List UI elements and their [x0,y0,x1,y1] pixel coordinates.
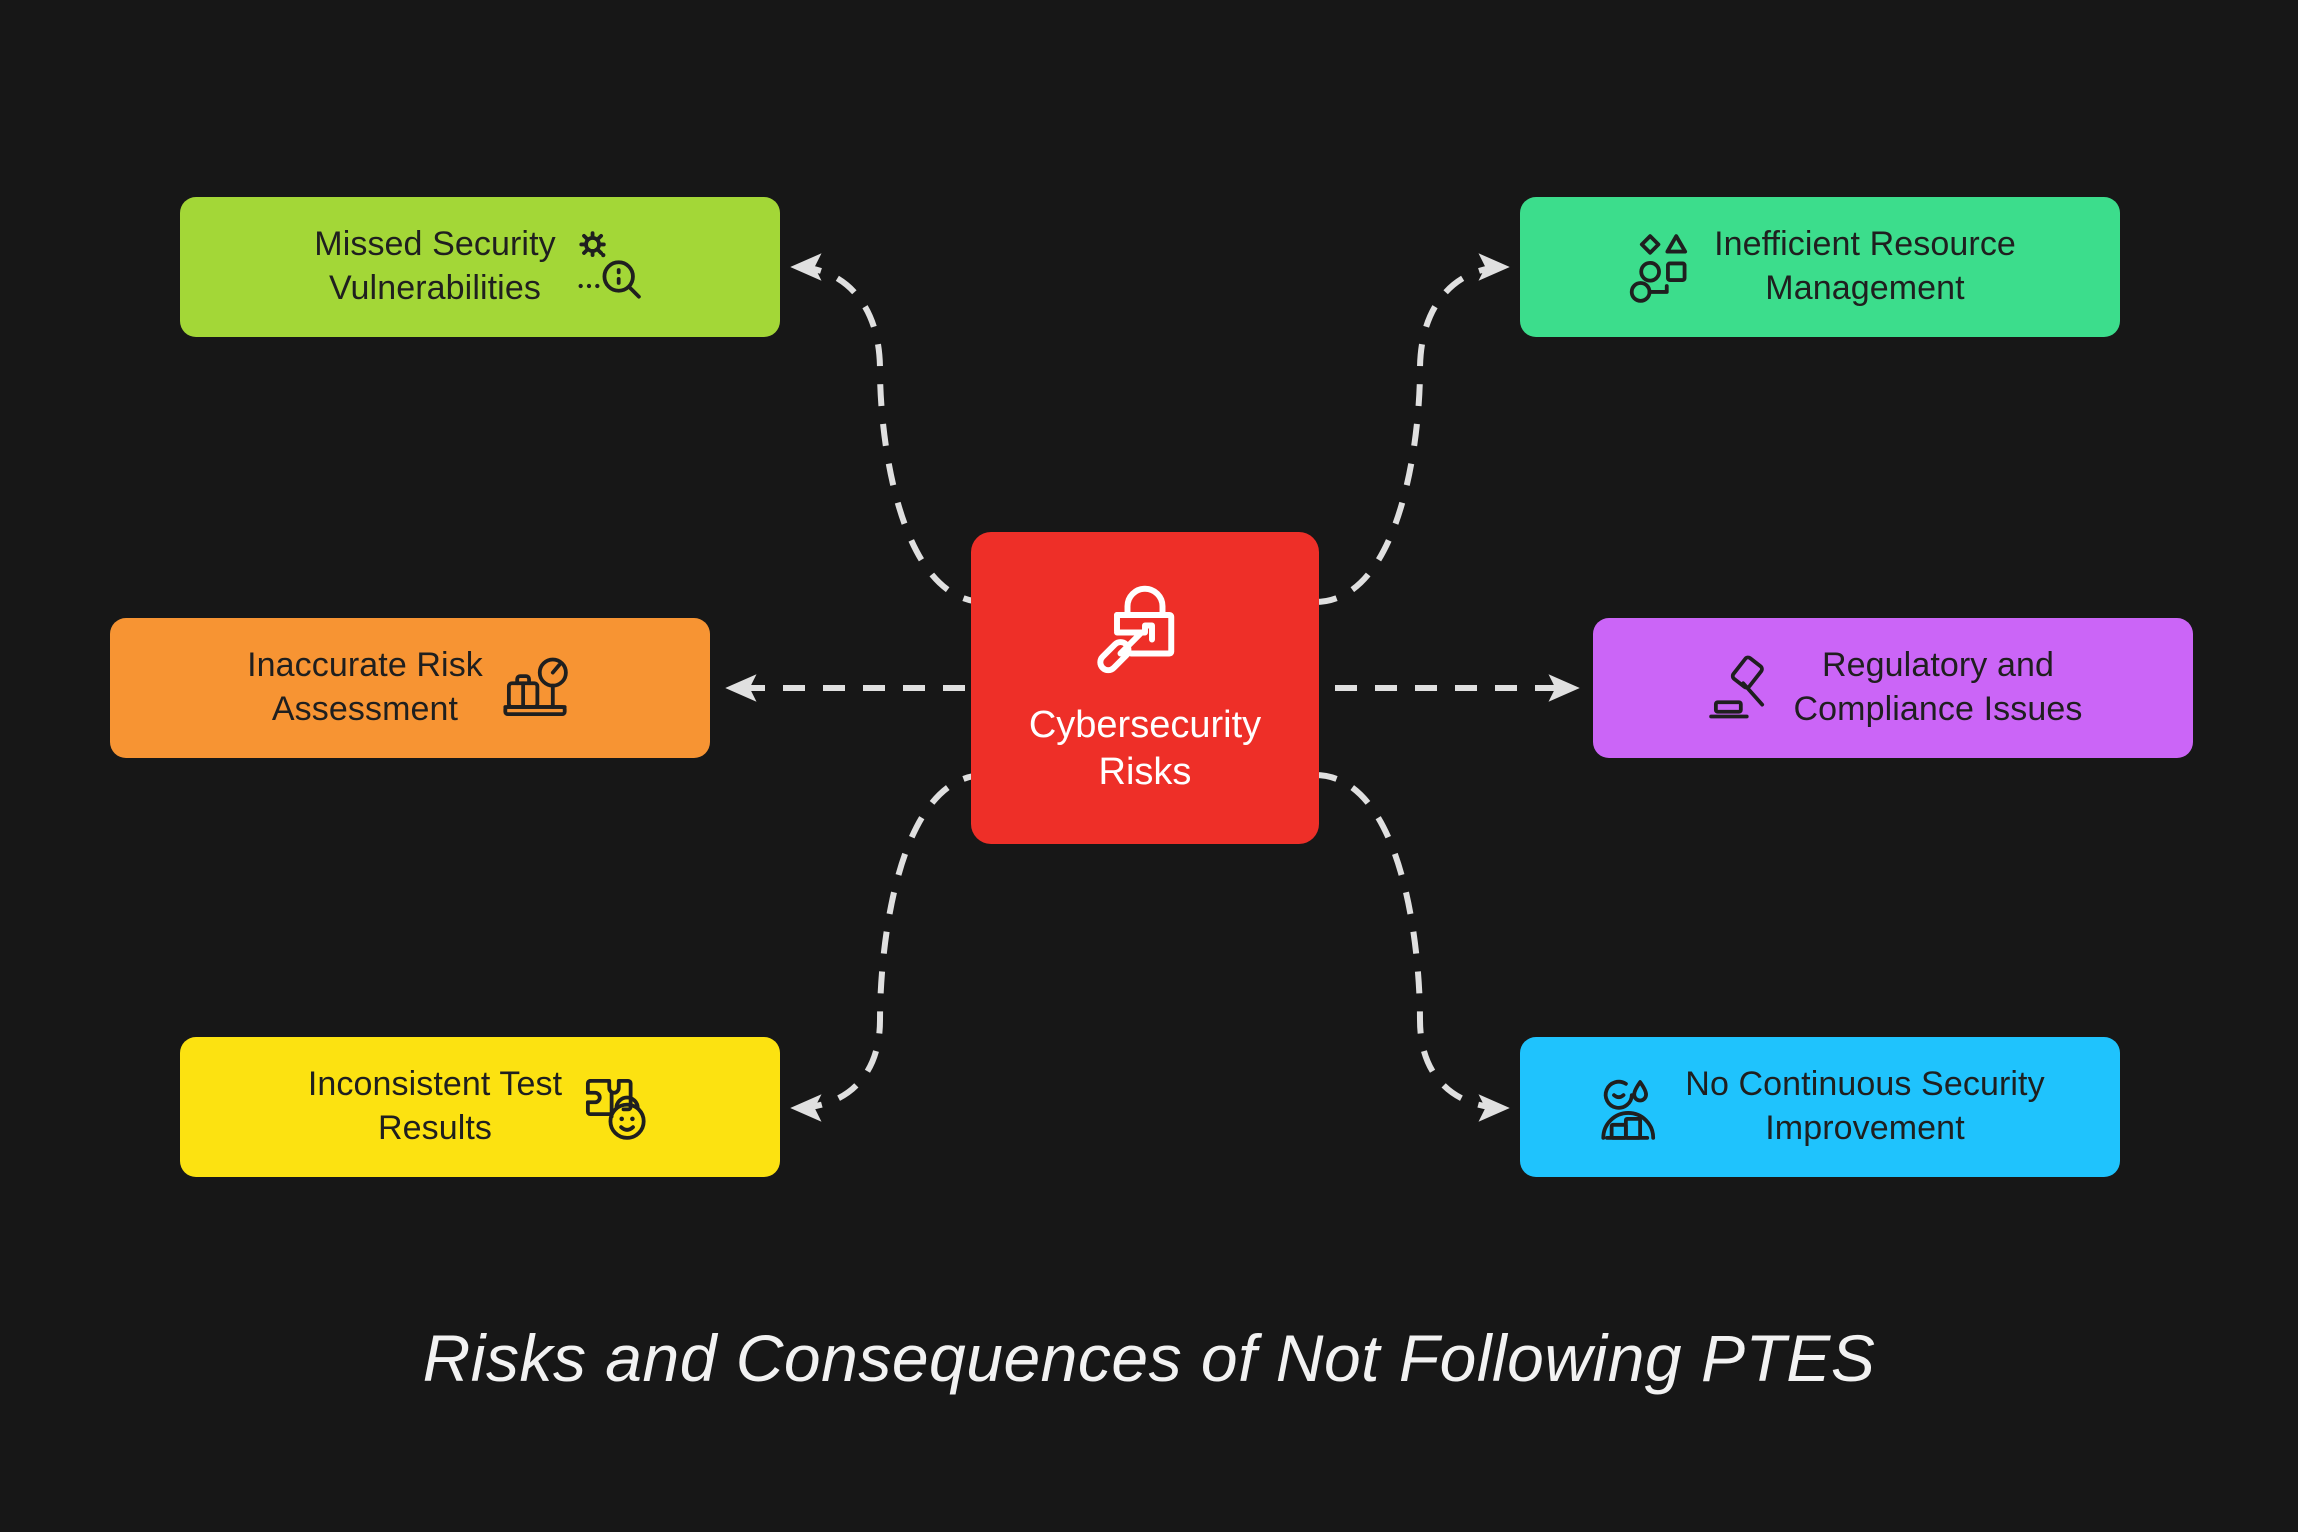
edge-center-to-missed-security-vulnerabilities [790,253,986,605]
edge-center-to-inefficient-resource-management [1314,253,1510,605]
node-label: No Continuous Security Improvement [1685,1065,2045,1147]
bug-magnifier-icon [570,229,646,305]
edge-center-to-no-continuous-security-improvement [1314,772,1510,1122]
node-cybersecurity-risks[interactable]: Cybersecurity Risks [971,532,1319,844]
node-inefficient-resource-management[interactable]: Inefficient Resource Management [1520,197,2120,337]
edge-center-to-inconsistent-test-results [790,772,986,1122]
gavel-icon [1704,650,1780,726]
node-label: Inaccurate Risk Assessment [247,646,483,728]
shapes-cluster-icon [1624,229,1700,305]
puzzle-face-icon [576,1069,652,1145]
node-no-continuous-security-improvement[interactable]: No Continuous Security Improvement [1520,1037,2120,1177]
node-regulatory-and-compliance-issues[interactable]: Regulatory and Compliance Issues [1593,618,2193,758]
diagram-title: Risks and Consequences of Not Following … [422,1321,1876,1395]
node-label: Regulatory and Compliance Issues [1793,646,2083,728]
node-inaccurate-risk-assessment[interactable]: Inaccurate Risk Assessment [110,618,710,758]
node-label: Inconsistent Test Results [307,1065,563,1147]
unlocked-padlock-picking-icon [1089,580,1201,692]
node-label: Missed Security Vulnerabilities [314,225,556,307]
stressed-person-icon [1595,1069,1671,1145]
node-label: Inefficient Resource Management [1714,225,2016,307]
node-missed-security-vulnerabilities[interactable]: Missed Security Vulnerabilities [180,197,780,337]
node-inconsistent-test-results[interactable]: Inconsistent Test Results [180,1037,780,1177]
weighing-scale-icon [497,650,573,726]
center-node-label: Cybersecurity Risks [1028,703,1262,794]
